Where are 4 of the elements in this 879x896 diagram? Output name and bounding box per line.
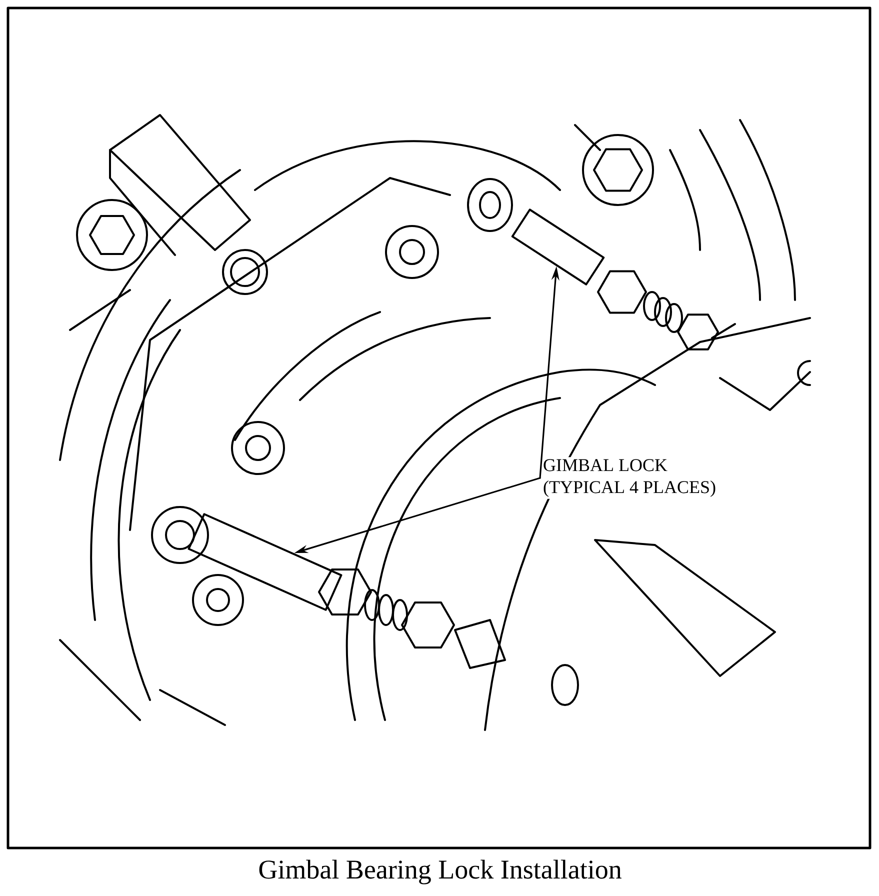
caption: Gimbal Bearing Lock Installation — [259, 860, 622, 884]
callout-label: GIMBAL LOCK (TYPICAL 4 PLACES) — [541, 457, 718, 499]
lock-rod — [511, 208, 605, 286]
lock-rod — [188, 513, 342, 611]
